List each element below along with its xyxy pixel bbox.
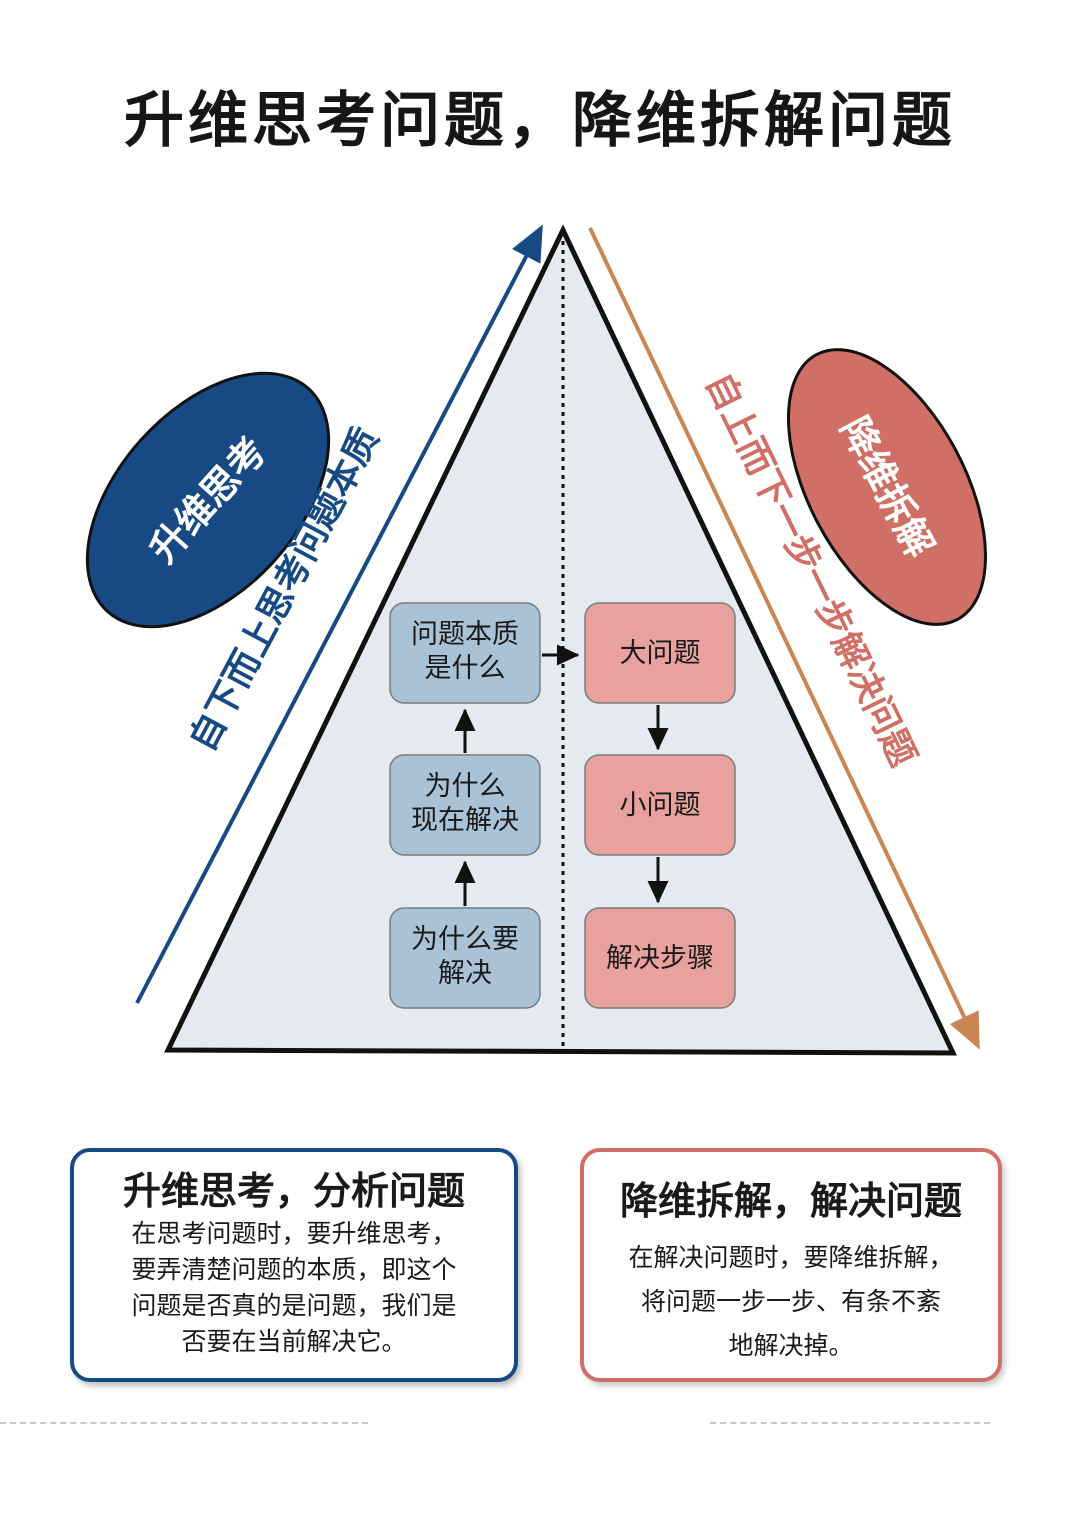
pyramid-triangle (164, 224, 957, 1056)
left-box-1-line-2: 是什么 (425, 653, 506, 684)
right-box-3: 解决步骤 (584, 907, 736, 1009)
right-card-body: 在解决问题时，要降维拆解， 将问题一步一步、有条不紊 地解决掉。 (584, 1236, 998, 1368)
right-box-2: 小问题 (584, 754, 736, 856)
page-title: 升维思考问题，降维拆解问题 (124, 86, 956, 156)
left-oval-group: 升维思考 (85, 371, 331, 629)
right-card-line: 将问题一步一步、有条不紊 (640, 1287, 941, 1316)
left-card-line: 要弄清楚问题的本质，即这个 (131, 1255, 457, 1284)
right-card-line: 地解决掉。 (728, 1331, 854, 1360)
left-box-3-line-2: 解决 (438, 958, 492, 989)
left-oval (85, 371, 331, 629)
right-box-1: 大问题 (584, 602, 736, 704)
pyramid-diagram: 升维思考 降维拆解 自下而上思考问题本质 自上而下一步一步解决问题 问题本质 是… (85, 224, 987, 1056)
left-box-3-line-1: 为什么要 (411, 924, 519, 955)
left-box-2-line-1: 为什么 (425, 771, 506, 802)
left-card-line: 否要在当前解决它。 (181, 1327, 407, 1356)
left-box-3: 为什么要 解决 (389, 907, 541, 1009)
downward-arrow (588, 227, 980, 1050)
right-card-title: 降维拆解，解决问题 (619, 1179, 962, 1223)
right-box-3-line-1: 解决步骤 (606, 943, 714, 974)
right-box-1-line-1: 大问题 (620, 638, 701, 669)
left-box-1-line-1: 问题本质 (411, 619, 519, 650)
left-card-title: 升维思考，分析问题 (122, 1169, 465, 1213)
left-card-body: 在思考问题时，要升维思考， 要弄清楚问题的本质，即这个 问题是否真的是问题，我们… (74, 1216, 514, 1360)
left-summary-card: 升维思考，分析问题 在思考问题时，要升维思考， 要弄清楚问题的本质，即这个 问题… (70, 1148, 518, 1382)
right-oval (787, 348, 987, 626)
right-summary-card: 降维拆解，解决问题 在解决问题时，要降维拆解， 将问题一步一步、有条不紊 地解决… (580, 1148, 1002, 1382)
right-card-line: 在解决问题时，要降维拆解， (628, 1243, 954, 1272)
bottom-dashed-divider-right (710, 1422, 990, 1424)
bottom-dashed-divider-left (0, 1422, 368, 1424)
right-oval-group: 降维拆解 (787, 348, 987, 626)
right-box-2-line-1: 小问题 (620, 790, 701, 821)
left-box-1: 问题本质 是什么 (389, 602, 541, 704)
left-card-line: 问题是否真的是问题，我们是 (131, 1291, 457, 1320)
left-box-2: 为什么 现在解决 (389, 754, 541, 856)
left-box-2-line-2: 现在解决 (411, 805, 519, 836)
left-card-line: 在思考问题时，要升维思考， (131, 1219, 457, 1248)
upward-arrow (135, 224, 543, 1004)
